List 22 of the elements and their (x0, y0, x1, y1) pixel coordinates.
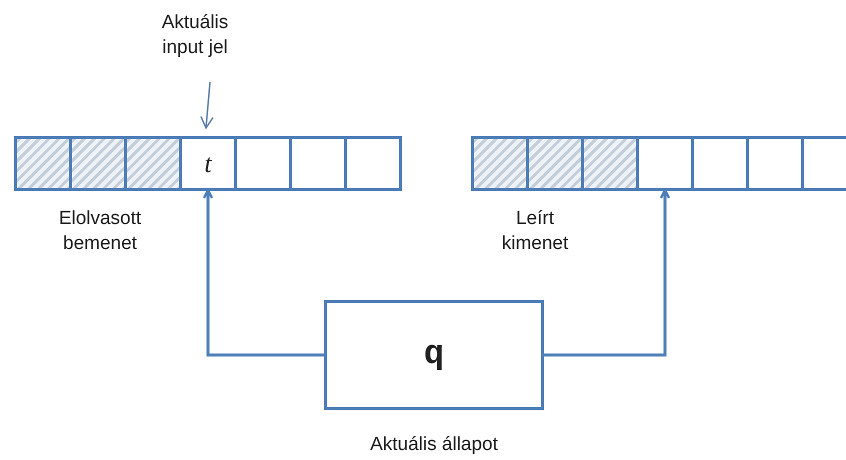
tape-cell (636, 136, 694, 191)
tape-cell (691, 136, 749, 191)
leader-line (200, 82, 214, 129)
tape-caption: Elolvasott bemenet (58, 207, 142, 256)
tape-cell (234, 136, 292, 191)
hatched-tape-cell (526, 136, 584, 191)
tape-cell (289, 136, 347, 191)
tape-cell: t (179, 136, 237, 191)
arrow (202, 188, 324, 356)
caption-text: Aktuális állapot (369, 433, 499, 457)
tape-caption: Leírt kimenet (500, 207, 570, 256)
hatched-tape-cell (14, 136, 72, 191)
tape-cell (344, 136, 402, 191)
arrow (544, 188, 670, 356)
hatched-tape-cell (69, 136, 127, 191)
hatched-tape-cell (581, 136, 639, 191)
tape-cell (801, 136, 846, 191)
hatched-tape-cell (124, 136, 182, 191)
callout-text: Aktuális input jel (140, 10, 250, 62)
state-box: q (324, 300, 544, 410)
hatched-tape-cell (471, 136, 529, 191)
tape-cell (746, 136, 804, 191)
